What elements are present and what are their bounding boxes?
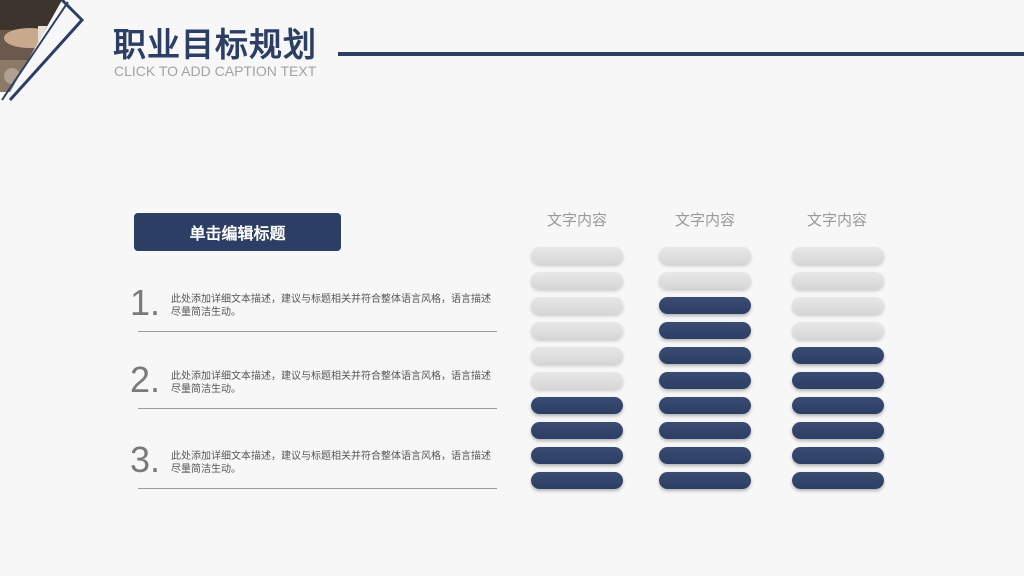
segment-filled bbox=[659, 422, 751, 439]
item-description[interactable]: 此处添加详细文本描述，建议与标题相关并符合整体语言风格，语言描述尽量简洁生动。 bbox=[171, 294, 491, 318]
segment-filled bbox=[792, 347, 884, 364]
title-rule bbox=[338, 52, 1024, 56]
segment-empty bbox=[792, 247, 884, 264]
item-number: 2. bbox=[130, 359, 161, 400]
segment-filled bbox=[659, 372, 751, 389]
segment-filled bbox=[792, 472, 884, 489]
item-number: 1. bbox=[130, 282, 161, 323]
item-divider bbox=[138, 488, 497, 489]
column-label: 文字内容 bbox=[806, 211, 867, 229]
item-description[interactable]: 此处添加详细文本描述，建议与标题相关并符合整体语言风格，语言描述尽量简洁生动。 bbox=[171, 451, 491, 475]
segment-empty bbox=[792, 272, 884, 289]
segment-filled bbox=[792, 397, 884, 414]
list-item: 3. 此处添加详细文本描述，建议与标题相关并符合整体语言风格，语言描述尽量简洁生… bbox=[130, 440, 497, 490]
column-label: 文字内容 bbox=[546, 211, 607, 229]
item-divider bbox=[138, 331, 497, 332]
segment-empty bbox=[531, 297, 623, 314]
item-divider bbox=[138, 408, 497, 409]
segment-empty bbox=[792, 322, 884, 339]
segment-filled bbox=[659, 447, 751, 464]
segment-empty bbox=[792, 297, 884, 314]
item-description[interactable]: 此处添加详细文本描述，建议与标题相关并符合整体语言风格，语言描述尽量简洁生动。 bbox=[171, 371, 491, 395]
segment-empty bbox=[531, 347, 623, 364]
segment-empty bbox=[659, 247, 751, 264]
segment-filled bbox=[659, 297, 751, 314]
segment-filled bbox=[792, 372, 884, 389]
page-title: 职业目标规划 bbox=[113, 25, 317, 64]
item-number: 3. bbox=[130, 439, 161, 480]
segment-filled bbox=[659, 397, 751, 414]
section-title-button[interactable]: 单击编辑标题 bbox=[134, 213, 341, 251]
segment-empty bbox=[531, 247, 623, 264]
segment-filled bbox=[531, 472, 623, 489]
list-item: 1. 此处添加详细文本描述，建议与标题相关并符合整体语言风格，语言描述尽量简洁生… bbox=[130, 283, 497, 333]
segment-filled bbox=[659, 322, 751, 339]
segment-filled bbox=[792, 447, 884, 464]
segment-filled bbox=[659, 347, 751, 364]
page-caption: CLICK TO ADD CAPTION TEXT bbox=[114, 63, 317, 79]
segment-filled bbox=[659, 472, 751, 489]
segment-filled bbox=[531, 422, 623, 439]
list-item: 2. 此处添加详细文本描述，建议与标题相关并符合整体语言风格，语言描述尽量简洁生… bbox=[130, 360, 497, 410]
corner-photo-decoration bbox=[0, 0, 85, 102]
segment-filled bbox=[531, 397, 623, 414]
segment-empty bbox=[531, 372, 623, 389]
column-label: 文字内容 bbox=[674, 211, 735, 229]
segment-empty bbox=[659, 272, 751, 289]
segment-empty bbox=[531, 272, 623, 289]
segment-filled bbox=[531, 447, 623, 464]
segment-filled bbox=[792, 422, 884, 439]
segment-empty bbox=[531, 322, 623, 339]
